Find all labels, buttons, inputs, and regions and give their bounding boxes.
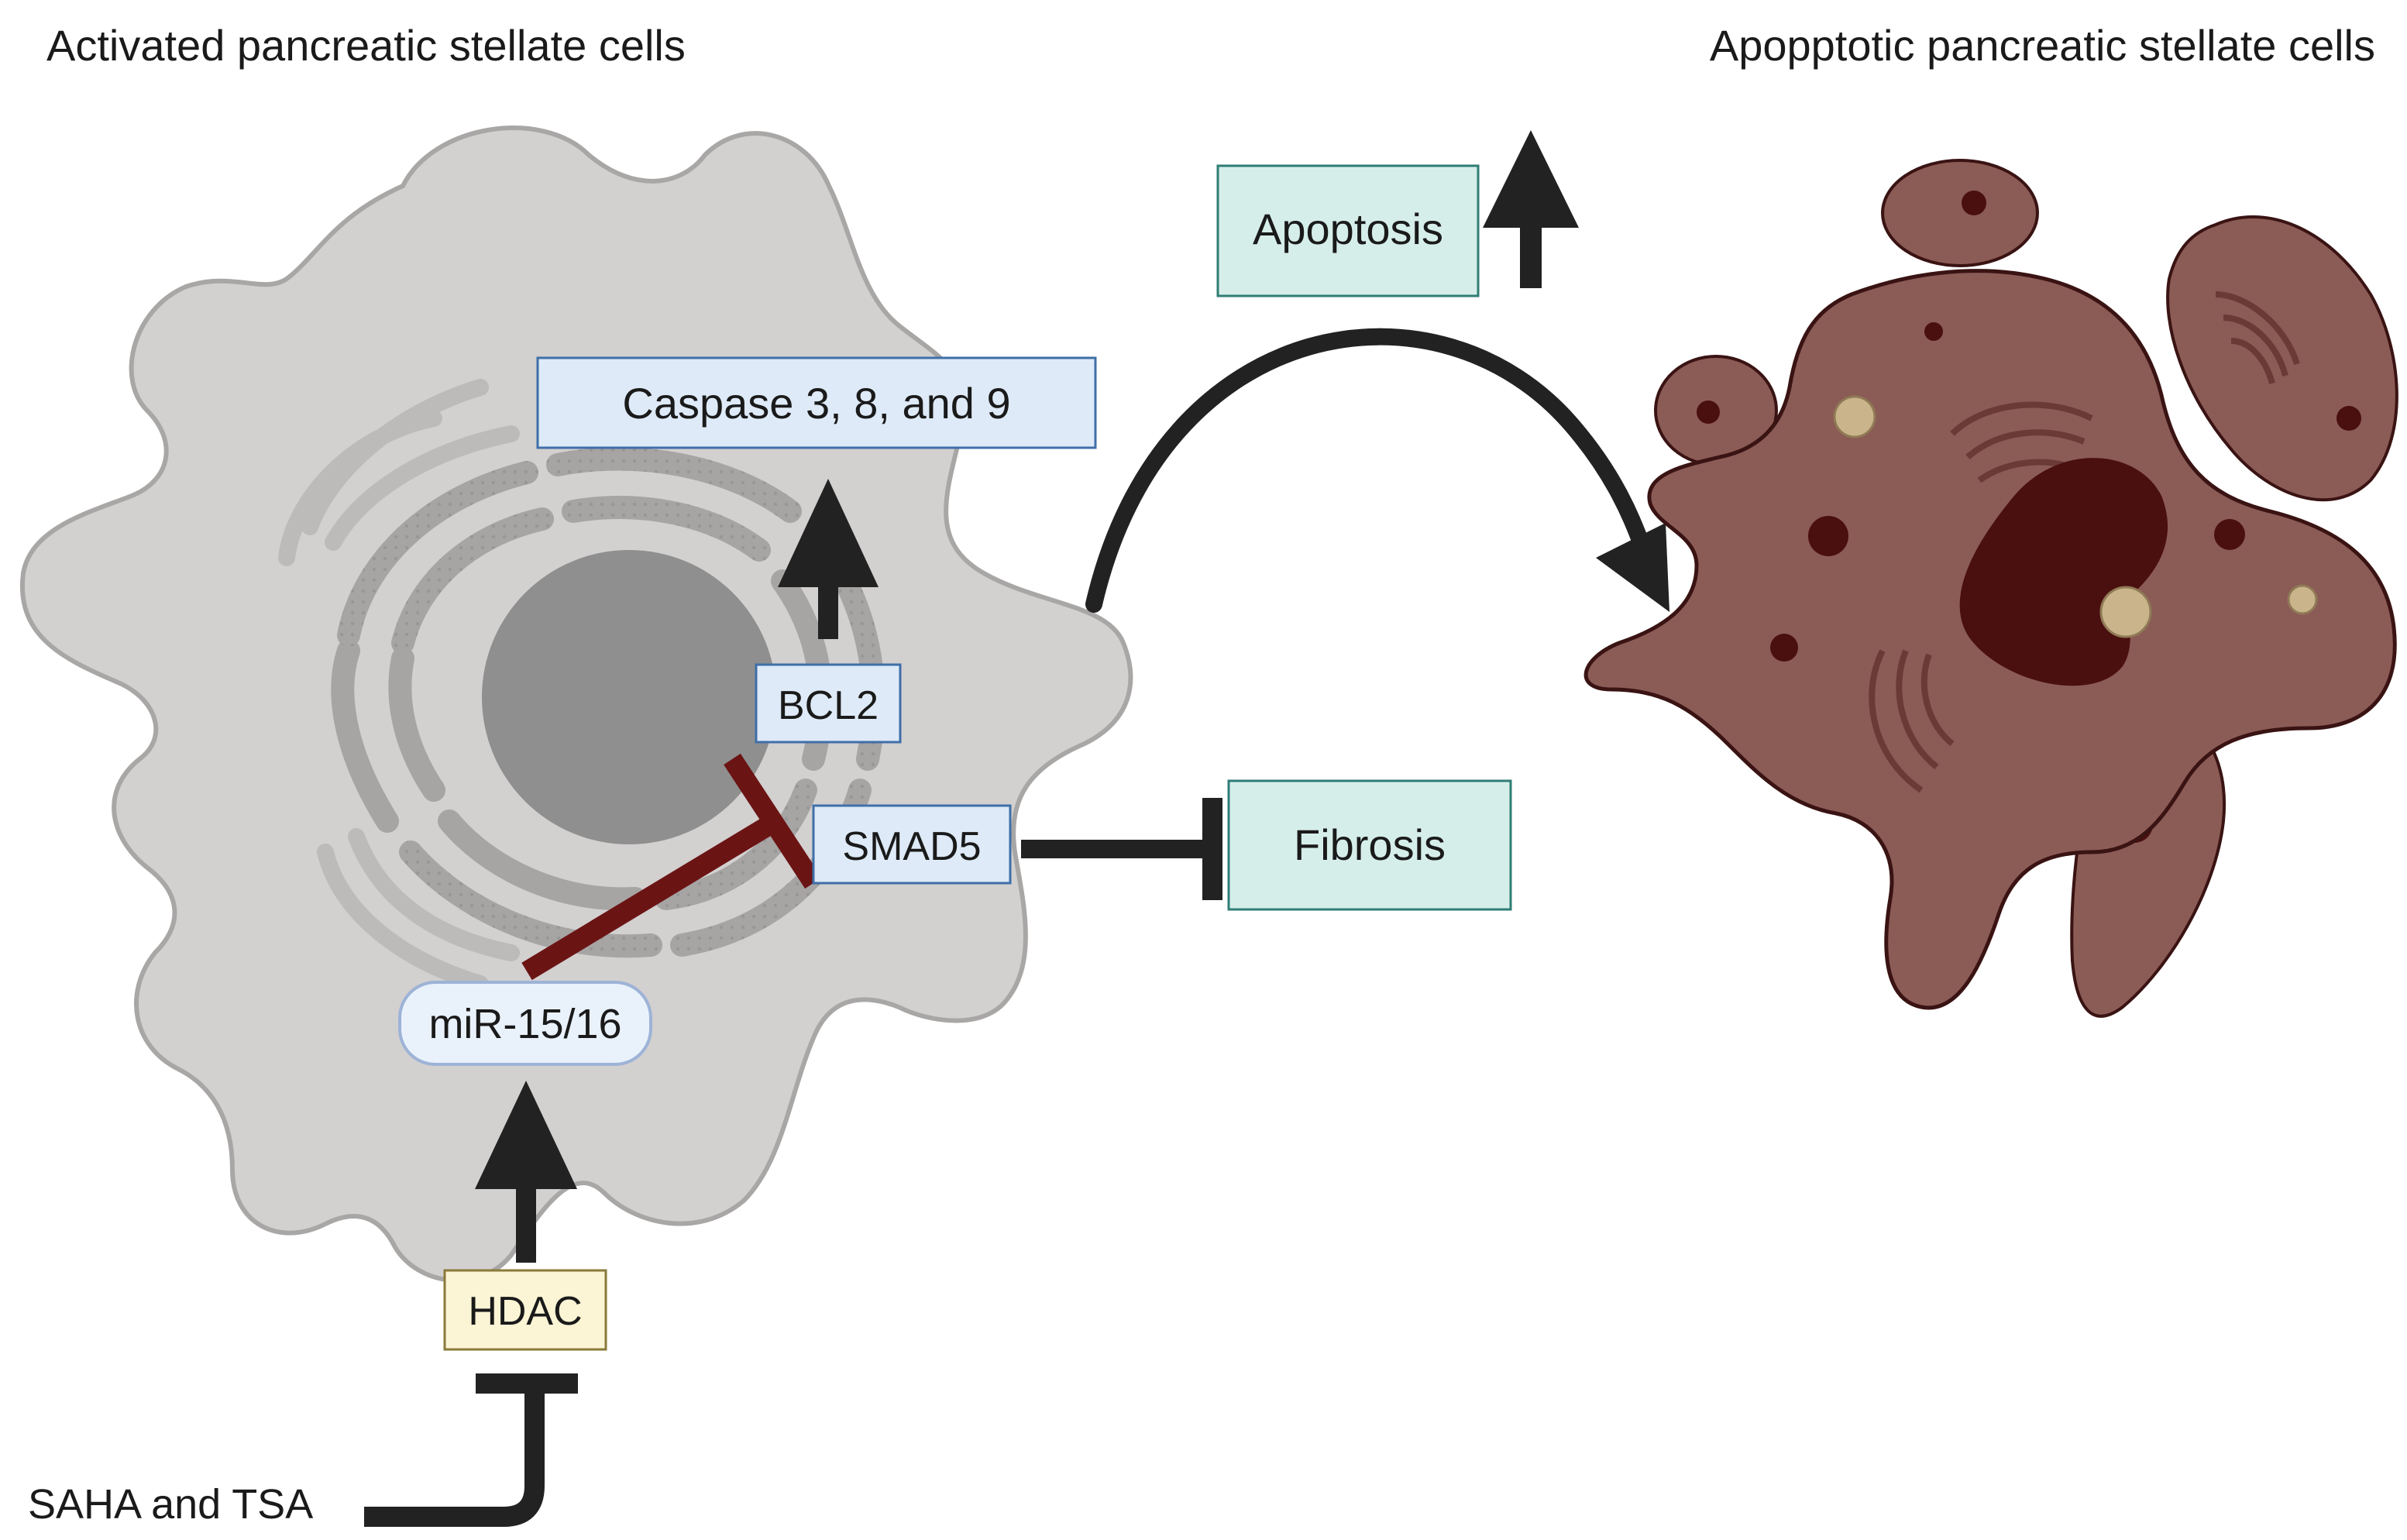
right-heading: Apopptotic pancreatic stellate cells [1710,21,2375,70]
bcl2-node: BCL2 [755,663,902,744]
caspase-node: Caspase 3, 8, and 9 [536,356,1097,449]
apoptosis-label: Apoptosis [1253,205,1443,253]
smad5-node: SMAD5 [812,804,1012,885]
mirna-node: miR-15/16 [398,981,652,1066]
bcl2-label: BCL2 [778,683,879,728]
transition-arrow [1085,328,1669,613]
mirna-label: miR-15/16 [428,1001,621,1047]
fibrosis-label: Fibrosis [1294,820,1446,869]
apoptosis-up-arrow [1483,130,1579,288]
bcl2-to-caspase-arrow [778,479,879,639]
caspase-label: Caspase 3, 8, and 9 [622,379,1010,428]
saha-tsa-inhibition [364,1373,578,1527]
saha-tsa-label: SAHA and TSA [28,1481,313,1528]
activated-stellate-cell [19,125,1133,1283]
apoptosis-node: Apoptosis [1216,164,1480,297]
apoptotic-body [1881,159,2039,267]
nucleus [482,550,776,844]
left-heading: Activated pancreatic stellate cells [46,21,686,70]
mirna-inhibition [521,753,822,981]
hdac-node: HDAC [443,1269,607,1351]
smad5-label: SMAD5 [842,824,981,869]
apoptotic-stellate-cell [1583,159,2398,1018]
fibrosis-node: Fibrosis [1227,779,1512,911]
hdac-label: HDAC [468,1289,582,1334]
hdac-to-mirna-arrow [475,1081,577,1263]
smad5-fibrosis-inhibition [1021,798,1222,900]
